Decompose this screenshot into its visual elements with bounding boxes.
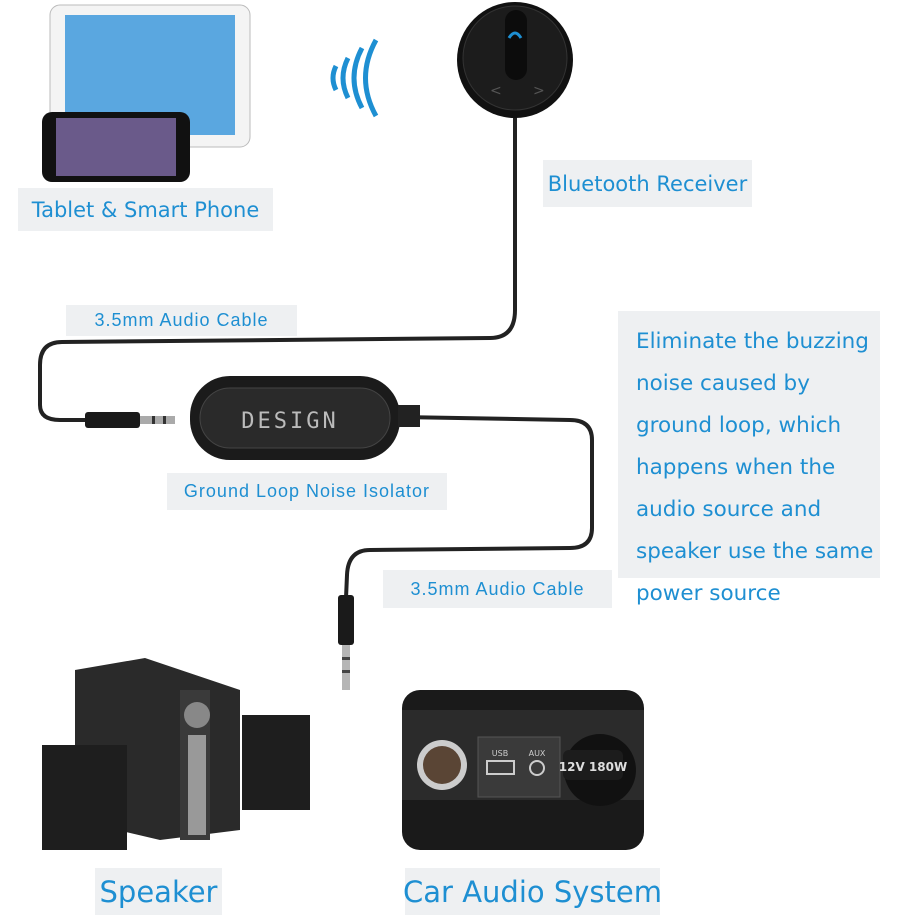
label-ground-loop-noise-isolator: Ground Loop Noise Isolator <box>167 473 447 510</box>
aux-port-label: AUX <box>529 749 546 758</box>
label-bluetooth-receiver: Bluetooth Receiver <box>543 160 752 207</box>
smartphone-icon <box>42 112 190 182</box>
audio-jack-bottom-icon <box>338 595 354 690</box>
ground-loop-isolator-device <box>190 376 420 460</box>
svg-text:<: < <box>490 83 502 99</box>
label-speaker: Speaker <box>95 868 222 915</box>
wireless-signal-icon <box>330 38 379 118</box>
speaker-icon <box>42 658 310 850</box>
label-audio-cable-bottom: 3.5mm Audio Cable <box>383 570 612 608</box>
audio-jack-top-icon <box>85 412 175 428</box>
label-audio-cable-top: 3.5mm Audio Cable <box>66 305 297 336</box>
bluetooth-receiver-device: < > <box>457 2 573 118</box>
usb-port-label: USB <box>492 749 508 758</box>
label-car-audio-system: Car Audio System <box>403 868 662 915</box>
isolator-brand-text: DESIGN <box>241 409 338 434</box>
label-tablet-smart-phone: Tablet & Smart Phone <box>18 188 273 231</box>
description-text: Eliminate the buzzing noise caused by gr… <box>618 311 880 606</box>
svg-text:>: > <box>533 83 545 99</box>
car-audio-panel <box>402 690 644 850</box>
power-socket-label: 12V 180W <box>559 760 627 774</box>
cable-isolator-to-output <box>344 415 594 599</box>
cable-receiver-to-isolator <box>38 110 517 422</box>
